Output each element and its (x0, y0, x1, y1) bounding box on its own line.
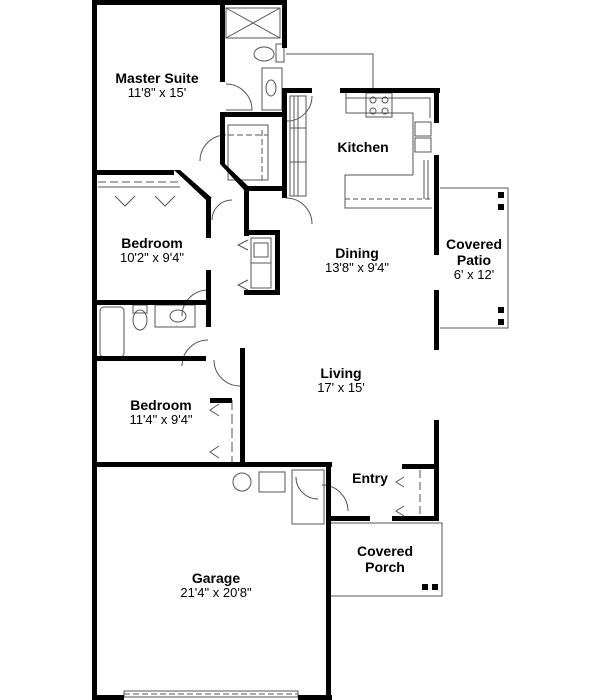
room-name: Bedroom (130, 397, 192, 413)
room-bedroom-2: Bedroom 11'4" x 9'4" (129, 397, 192, 428)
room-name: Garage (191, 570, 241, 586)
room-name-line2: Patio (456, 252, 492, 269)
room-dimensions: 13'8" x 9'4" (324, 260, 390, 276)
room-dimensions: 11'8" x 15' (127, 85, 187, 101)
room-covered-patio: Covered Patio 6' x 12' (446, 236, 502, 283)
room-living: Living 17' x 15' (317, 365, 365, 396)
room-name: Bedroom (121, 235, 183, 251)
room-name: Living (320, 365, 362, 381)
room-master-suite: Master Suite 11'8" x 15' (115, 70, 198, 101)
room-name-line1: Covered (356, 543, 414, 559)
room-dimensions: 10'2" x 9'4" (119, 250, 185, 266)
walls (92, 0, 504, 700)
room-name: Master Suite (115, 70, 199, 86)
room-name-line1: Covered (445, 236, 503, 252)
room-dimensions: 21'4" x 20'8" (180, 585, 252, 601)
room-name-line2: Porch (365, 559, 405, 576)
room-dining: Dining 13'8" x 9'4" (325, 245, 389, 276)
room-covered-porch: Covered Porch (357, 543, 413, 575)
room-dimensions: 6' x 12' (453, 267, 495, 283)
room-dimensions: 11'4" x 9'4" (129, 412, 193, 428)
room-kitchen: Kitchen (337, 139, 388, 155)
room-dimensions: 17' x 15' (317, 380, 365, 396)
room-bedroom-1: Bedroom 10'2" x 9'4" (120, 235, 184, 266)
room-name: Entry (352, 470, 388, 486)
fixtures (98, 7, 509, 698)
room-name: Kitchen (337, 139, 389, 155)
room-garage: Garage 21'4" x 20'8" (180, 570, 251, 601)
room-entry: Entry (352, 470, 388, 486)
room-name: Dining (335, 245, 379, 261)
